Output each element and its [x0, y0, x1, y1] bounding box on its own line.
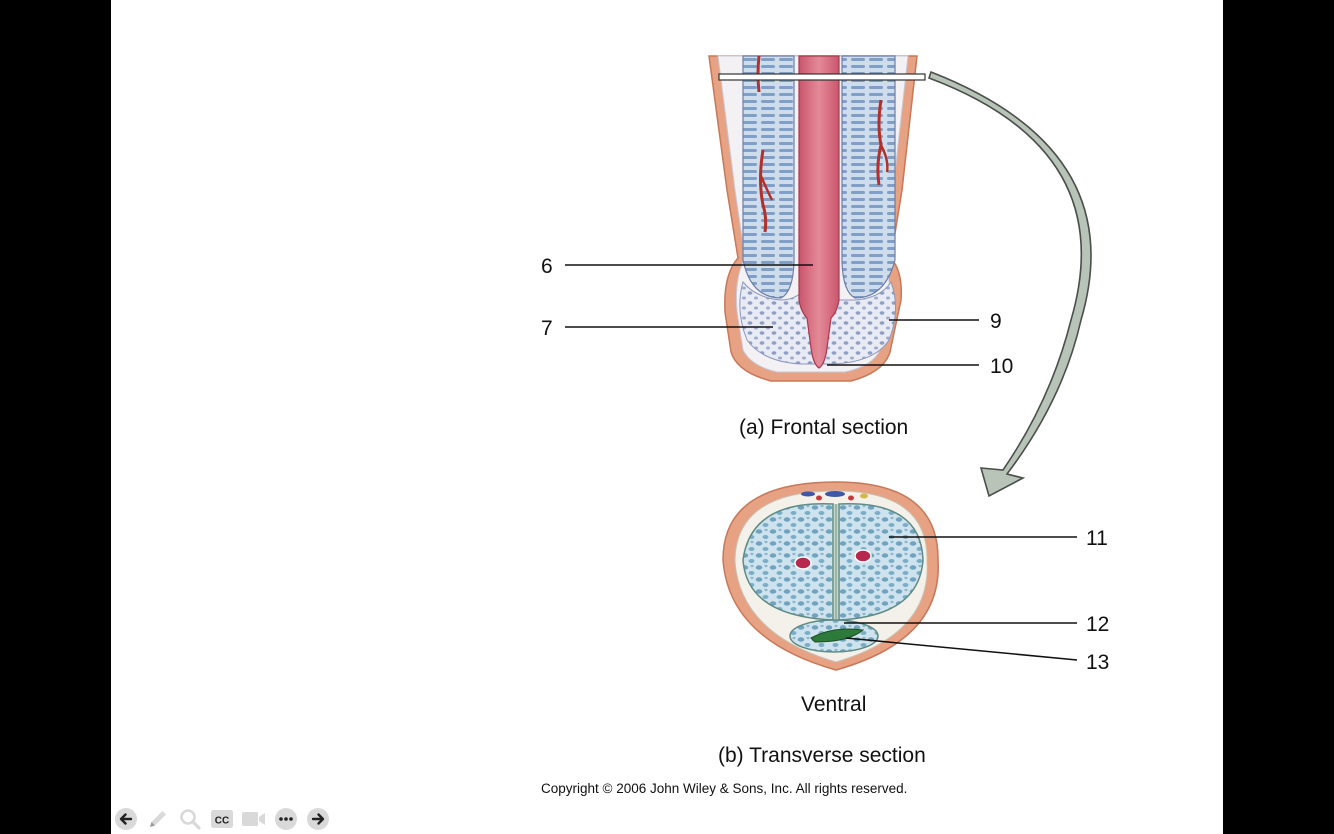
label-9: 9	[990, 310, 1002, 333]
arrow-right-icon	[307, 808, 329, 830]
pencil-icon	[150, 811, 166, 827]
magnifier-icon	[180, 809, 201, 830]
caption-ventral: Ventral	[801, 693, 867, 716]
camera-button[interactable]	[241, 806, 267, 832]
presentation-toolbar: CC	[113, 806, 331, 832]
label-6: 6	[541, 255, 553, 278]
previous-slide-button[interactable]	[113, 806, 139, 832]
caption-frontal-section: (a) Frontal section	[739, 416, 909, 439]
copyright-notice: Copyright © 2006 John Wiley & Sons, Inc.…	[541, 781, 908, 796]
urethra-transverse	[810, 628, 865, 643]
section-plane-marker	[718, 73, 926, 81]
corpus-cavernosum-transverse-right	[838, 503, 924, 621]
corpus-cavernosum-left	[742, 55, 795, 299]
subtitles-button[interactable]: CC	[209, 806, 235, 832]
label-13: 13	[1086, 651, 1110, 674]
corpus-cavernosum-right	[841, 55, 896, 299]
next-slide-button[interactable]	[305, 806, 331, 832]
cc-icon: CC	[211, 810, 233, 828]
slide: 6 7 9 10 11 12 13 (a) Frontal section Ve…	[111, 0, 1223, 834]
corpus-cavernosum-transverse-left	[742, 503, 834, 621]
frontal-section-illustration	[708, 55, 926, 382]
label-12: 12	[1086, 613, 1110, 636]
arrow-left-icon	[115, 808, 137, 830]
label-7: 7	[541, 317, 553, 340]
label-11: 11	[1086, 527, 1108, 550]
leader-lines	[565, 264, 1078, 661]
transverse-section-illustration	[722, 481, 939, 671]
caption-transverse-section: (b) Transverse section	[718, 744, 926, 767]
cc-icon-text: CC	[215, 816, 229, 827]
anatomy-figure	[565, 55, 1092, 671]
more-options-button[interactable]	[273, 806, 299, 832]
label-10: 10	[990, 355, 1014, 378]
ellipsis-icon	[275, 808, 297, 830]
curved-arrow	[927, 70, 1092, 498]
urethra-frontal	[798, 55, 840, 369]
zoom-button[interactable]	[177, 806, 203, 832]
video-camera-icon	[242, 812, 265, 826]
pen-tool-button[interactable]	[145, 806, 171, 832]
